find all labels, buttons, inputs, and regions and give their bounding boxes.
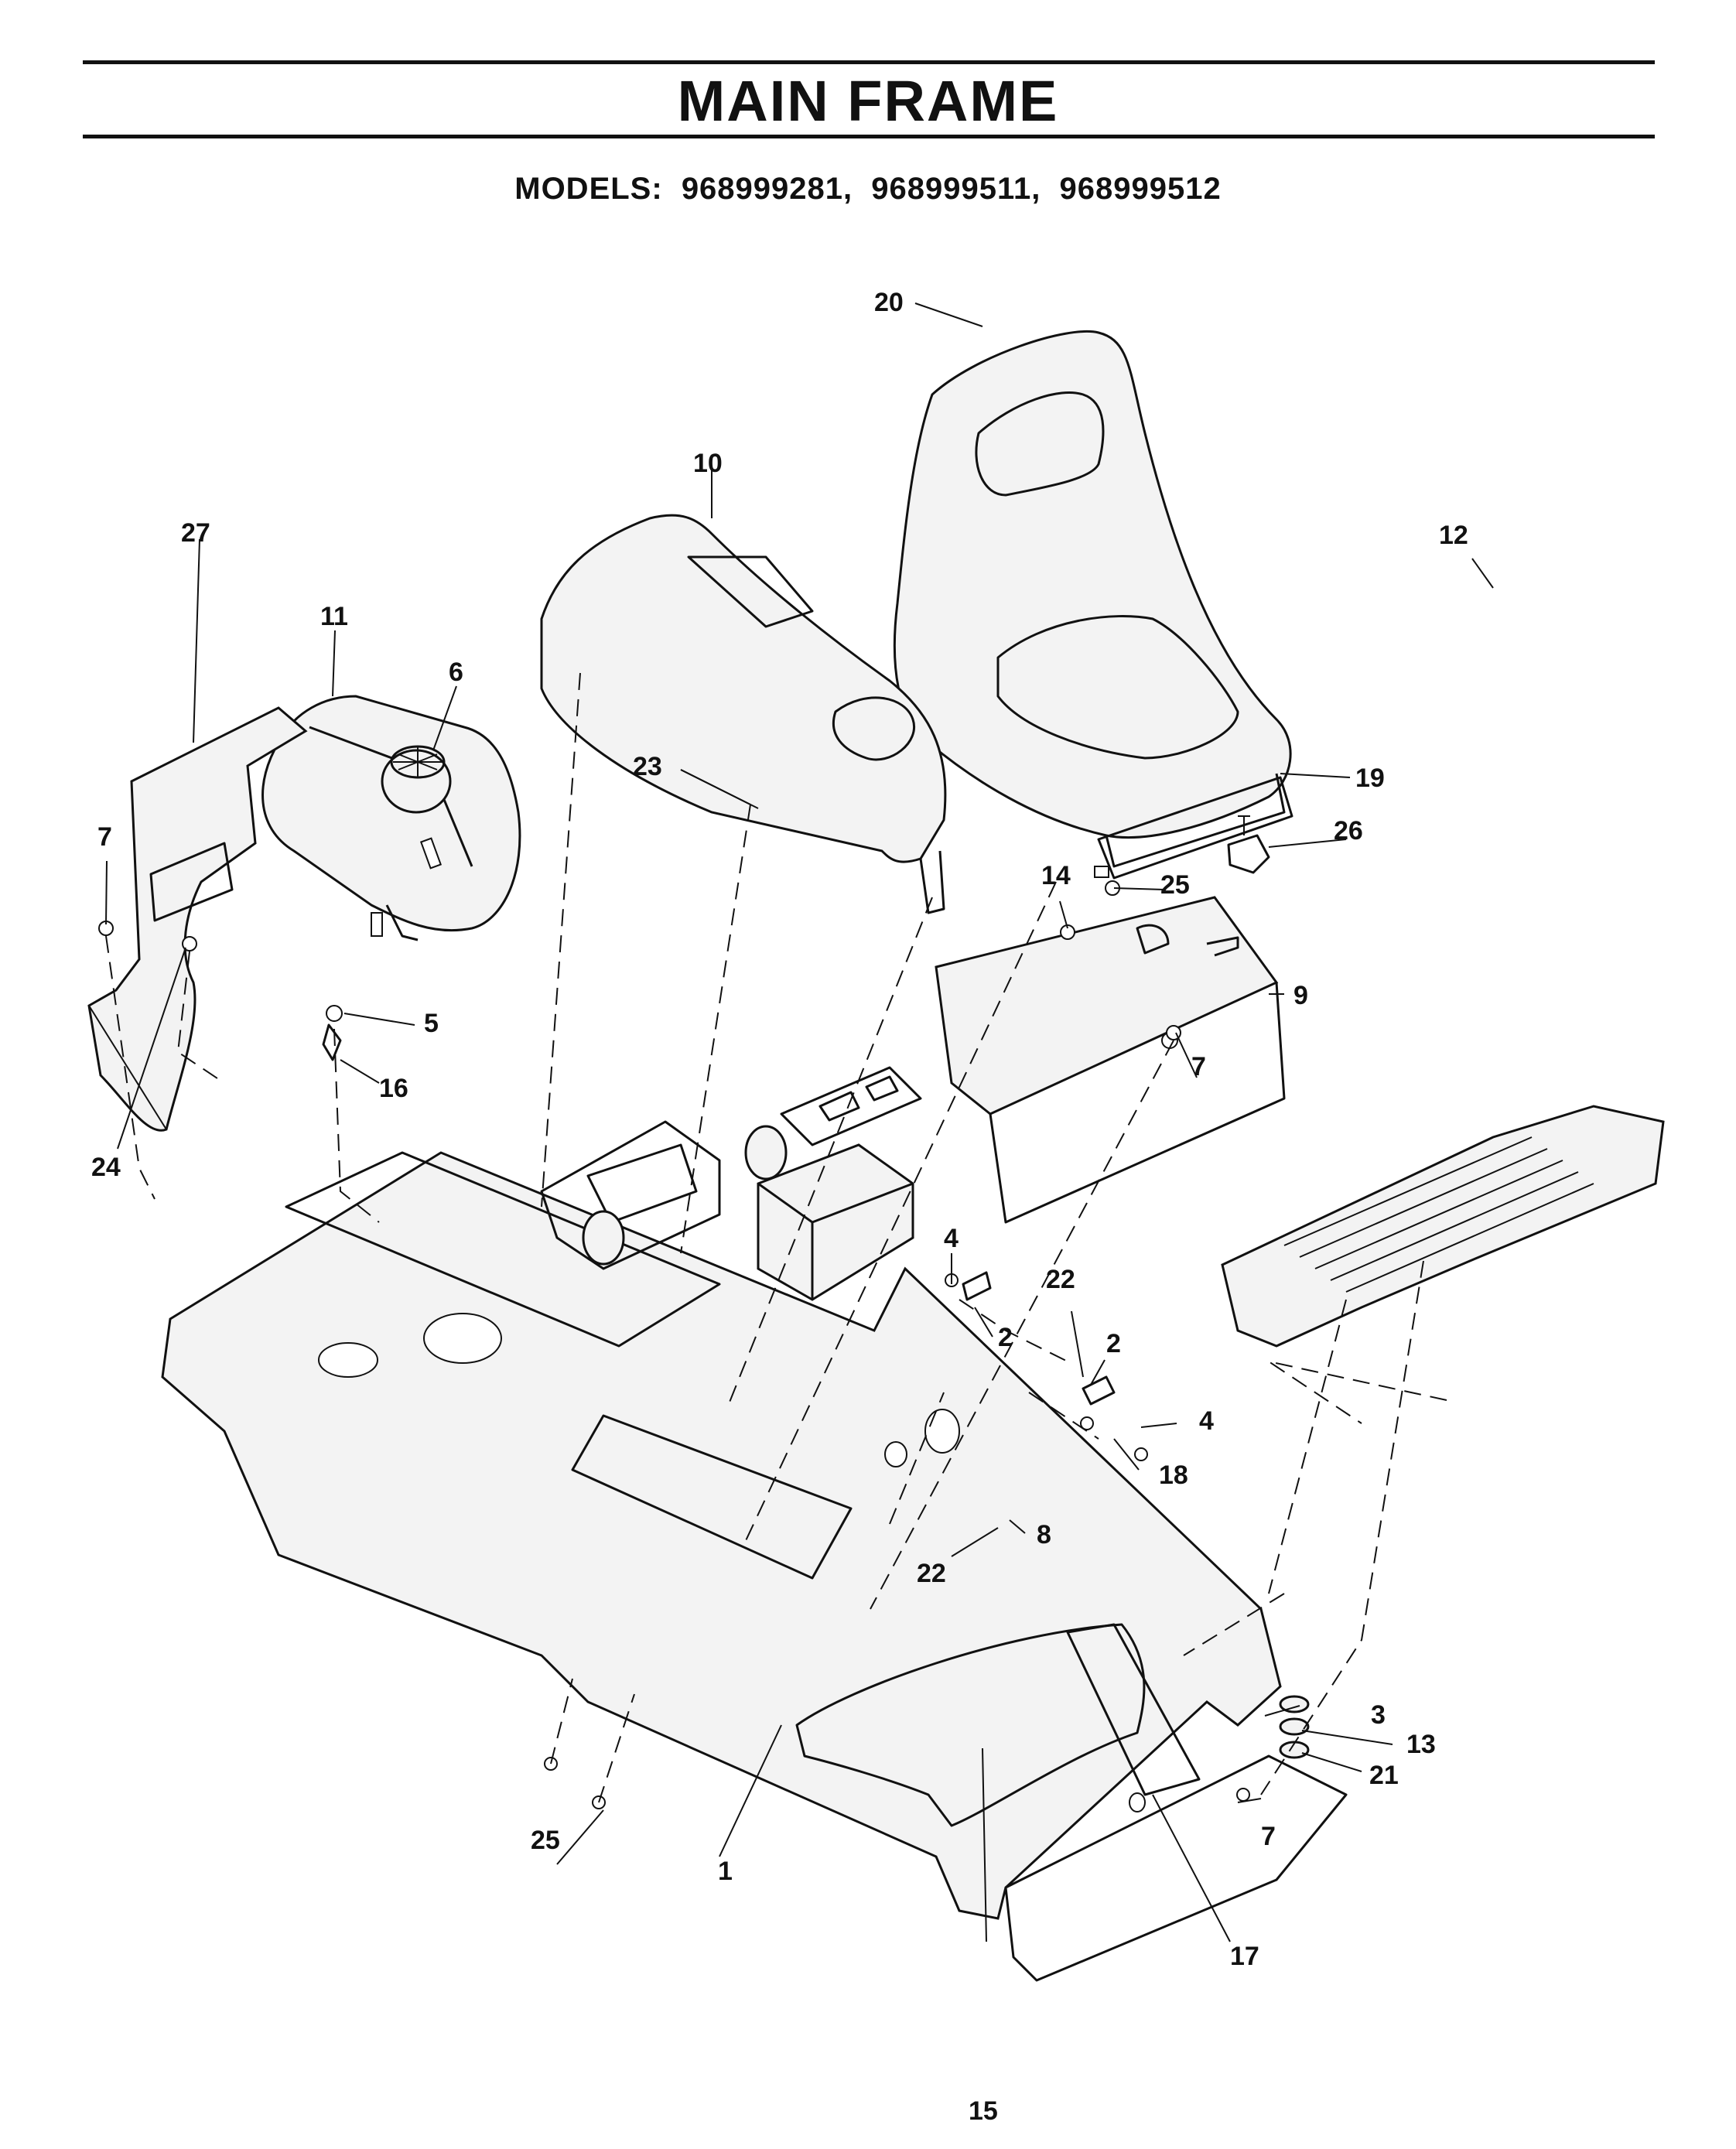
callout-1: 1 — [718, 1857, 733, 1886]
callout-18: 18 — [1159, 1461, 1188, 1490]
callout-4: 4 — [1199, 1406, 1214, 1436]
assembly-lines — [105, 672, 1447, 1803]
callout-16: 16 — [379, 1074, 408, 1103]
seat-plate — [1094, 776, 1293, 880]
callout-15: 15 — [969, 2096, 998, 2126]
callout-8: 8 — [1037, 1520, 1051, 1549]
callout-2: 2 — [998, 1323, 1013, 1352]
isolator-mounts — [582, 1125, 788, 1266]
fuel-cap — [381, 745, 452, 814]
callout-20: 20 — [874, 288, 904, 317]
battery-box — [757, 1143, 914, 1301]
callout-7: 7 — [1261, 1822, 1276, 1851]
center-bracket — [540, 1120, 721, 1270]
page-title: MAIN FRAME — [677, 69, 1059, 133]
callout-25: 25 — [531, 1826, 560, 1855]
footrest — [1221, 1105, 1665, 1348]
fuel-tank — [261, 695, 521, 941]
model-number: 968999281, — [681, 172, 853, 206]
callout-25: 25 — [1160, 870, 1190, 900]
callout-12: 12 — [1439, 521, 1468, 550]
switch-brackets — [780, 1066, 922, 1146]
callouts: 1 2 2 3 4 4 5 6 7 7 7 8 9 10 11 12 13 14… — [91, 288, 1468, 2126]
callout-22: 22 — [917, 1559, 946, 1588]
seat-mount-bracket — [935, 896, 1286, 1224]
callout-26: 26 — [1334, 816, 1363, 846]
left-side-bracket — [87, 706, 308, 1132]
callout-13: 13 — [1406, 1730, 1436, 1759]
seat-knob — [1227, 815, 1270, 874]
callout-24: 24 — [91, 1153, 121, 1182]
callout-9: 9 — [1293, 981, 1308, 1010]
model-number: 968999512 — [1059, 172, 1222, 206]
callout-17: 17 — [1230, 1942, 1259, 1971]
callout-21: 21 — [1369, 1761, 1399, 1790]
main-frame — [161, 1151, 1282, 1920]
callout-22: 22 — [1046, 1265, 1075, 1294]
callout-10: 10 — [693, 449, 723, 478]
callout-7: 7 — [97, 822, 112, 852]
callout-6: 6 — [449, 658, 463, 687]
callout-14: 14 — [1041, 861, 1071, 890]
callout-5: 5 — [424, 1009, 439, 1038]
callout-3: 3 — [1371, 1700, 1386, 1730]
callout-19: 19 — [1355, 764, 1385, 793]
models-line: MODELS: 968999281, 968999511, 968999512 — [0, 172, 1736, 207]
fender-console — [540, 514, 947, 914]
callout-27: 27 — [181, 518, 210, 548]
callout-11: 11 — [320, 602, 348, 631]
seat — [893, 330, 1292, 868]
leader-lines — [105, 302, 1494, 1942]
bottom-rule — [83, 135, 1655, 138]
callout-23: 23 — [633, 752, 662, 781]
top-rule — [83, 60, 1655, 64]
callout-4: 4 — [944, 1224, 959, 1253]
floor-plate — [1004, 1754, 1348, 1982]
callout-7: 7 — [1191, 1052, 1206, 1081]
model-number: 968999511, — [871, 172, 1041, 206]
callout-2: 2 — [1106, 1329, 1121, 1358]
models-label: MODELS: — [514, 172, 663, 206]
